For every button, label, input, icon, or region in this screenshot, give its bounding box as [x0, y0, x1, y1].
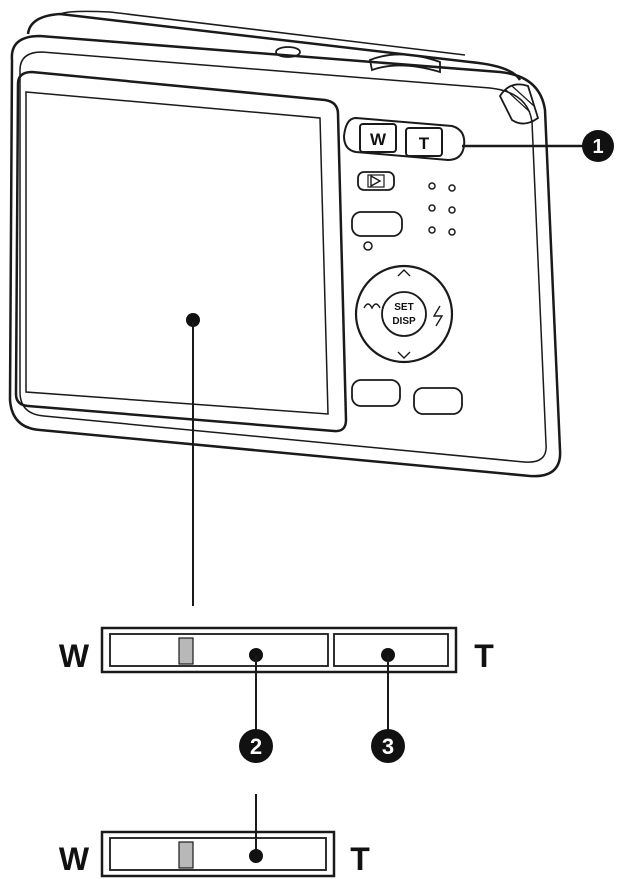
callout-1-label: 1: [592, 136, 603, 158]
flash-icon: [432, 305, 444, 327]
callout-1-badge: [582, 130, 614, 162]
macro-icon: [363, 303, 381, 310]
zoom-position-indicator: [178, 637, 194, 665]
lcd-screen: [14, 70, 348, 433]
set-button-label: SET: [394, 302, 413, 313]
zoom-bar-optical-segment: [109, 633, 329, 667]
navigation-pad[interactable]: [354, 264, 454, 364]
zoom-lever[interactable]: [342, 116, 466, 162]
callout-2-badge: [239, 729, 273, 763]
zoom-bar-full: [100, 626, 458, 674]
zoom-lever-tele-label: T: [419, 134, 430, 153]
zoom-optical-position-indicator: [178, 841, 194, 869]
zoom-bar-digital-segment: [333, 633, 449, 667]
zoom-bar-optical-inner: [109, 837, 327, 871]
zoom-bar-optical-wide-label: W: [59, 841, 90, 877]
speaker-dots: [428, 182, 456, 236]
function-button[interactable]: [351, 379, 401, 407]
nav-down-icon: [397, 351, 411, 359]
delete-button[interactable]: [413, 387, 463, 415]
playback-button[interactable]: [357, 171, 395, 191]
callout-3-badge: [371, 729, 405, 763]
camera-body: [8, 10, 562, 478]
zoom-lever-wide-label: W: [370, 130, 387, 149]
disp-button-label: DISP: [392, 316, 416, 327]
screen-center-dot: [186, 313, 200, 327]
play-icon: [370, 174, 382, 188]
menu-button[interactable]: [351, 211, 403, 237]
callout-2-label: 2: [250, 734, 262, 759]
indicator-lamp: [363, 241, 373, 251]
callout-3-label: 3: [382, 734, 394, 759]
zoom-bar-full-wide-label: W: [59, 638, 90, 674]
nav-up-icon: [397, 269, 411, 277]
optical-bar-dot: [249, 849, 263, 863]
zoom-bar-optical-tele-label: T: [350, 841, 370, 877]
zoom-bar-optical: [100, 830, 336, 878]
zoom-bar-full-tele-label: T: [474, 638, 494, 674]
